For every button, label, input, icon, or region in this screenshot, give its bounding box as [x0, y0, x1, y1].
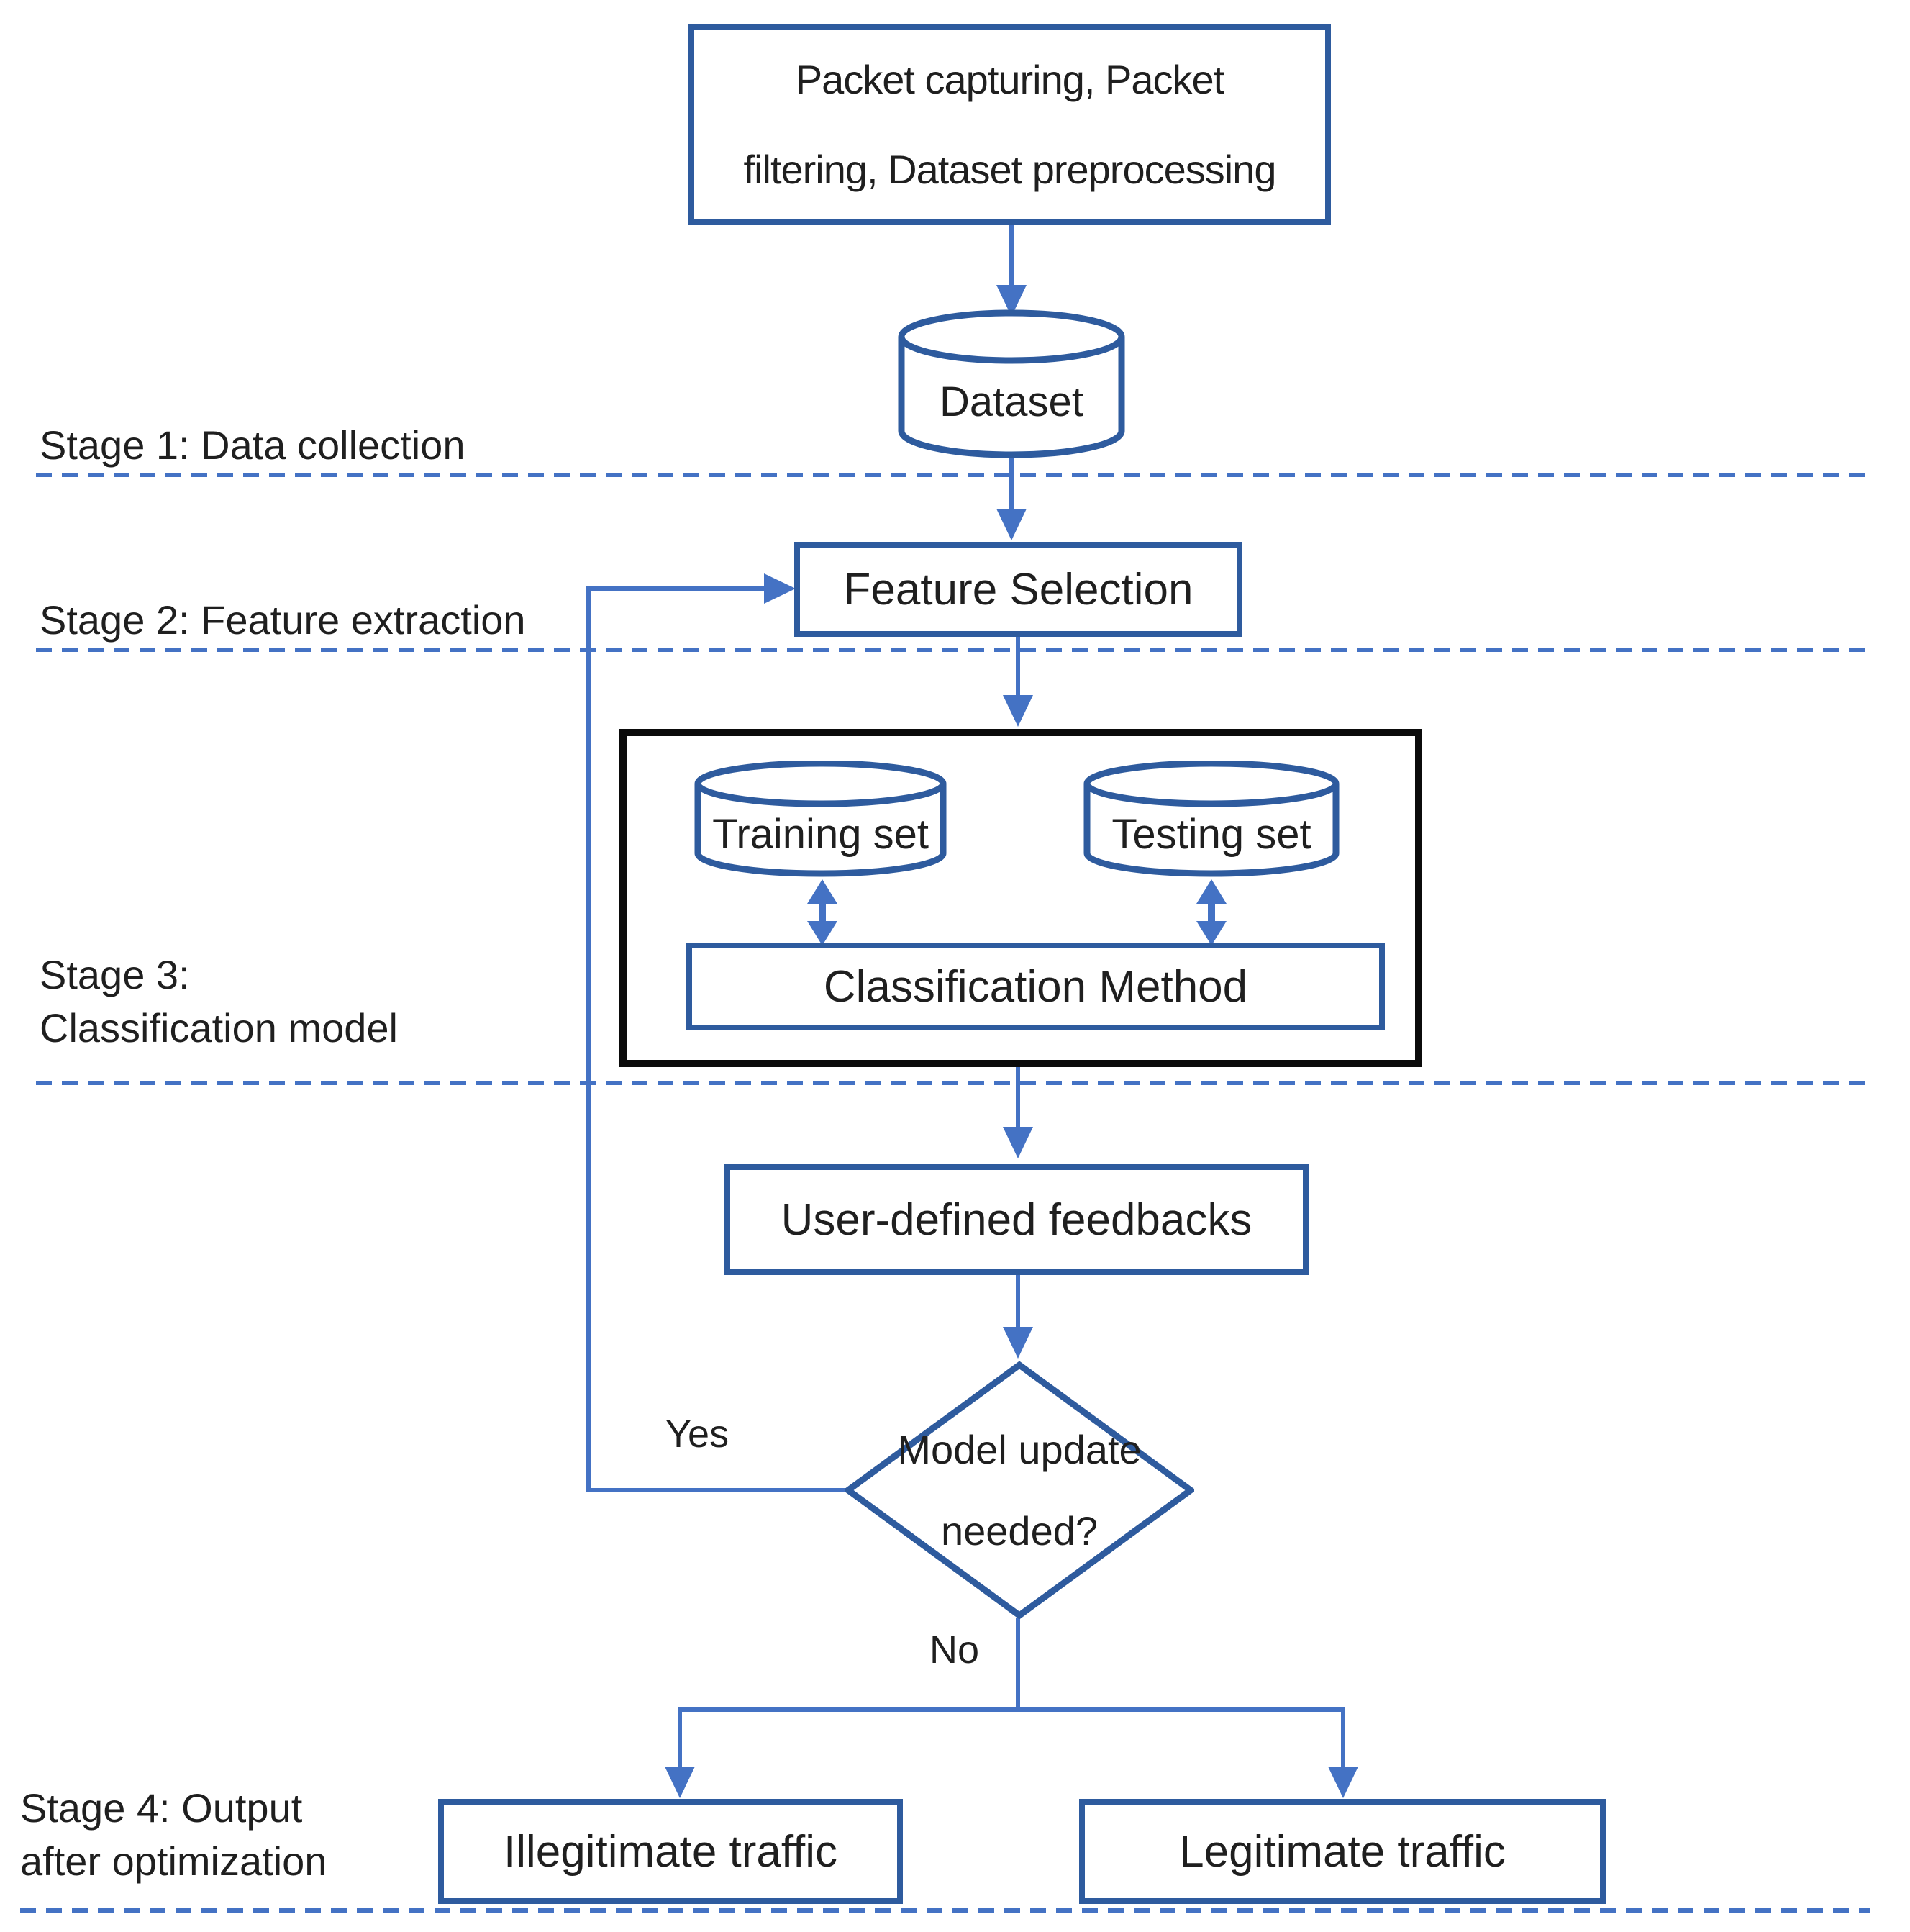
double-arrow-icon	[1196, 879, 1227, 945]
edge-split-horizontal	[678, 1707, 1345, 1712]
classification-method-node: Classification Method	[686, 943, 1385, 1030]
user-feedbacks-node: User-defined feedbacks	[724, 1164, 1309, 1275]
stage2-label-line: Stage 2: Feature extraction	[40, 597, 526, 643]
stage1-label-line: Stage 1: Data collection	[40, 422, 465, 468]
edge-yes-horizontal-bottom	[586, 1488, 847, 1492]
stage2-divider-line	[36, 648, 1870, 652]
arrowhead-into-illegitimate	[665, 1767, 695, 1798]
edge-yes-horizontal-top	[586, 586, 766, 591]
yes-branch-label: Yes	[665, 1412, 729, 1456]
user-feedbacks-label: User-defined feedbacks	[781, 1194, 1252, 1245]
arrowhead-into-feature-selection	[996, 509, 1027, 540]
stage2-label: Stage 2: Feature extraction	[40, 594, 526, 647]
arrowhead-into-legitimate	[1328, 1767, 1358, 1798]
double-arrow-testing-classification	[1191, 879, 1232, 945]
edge-split-right-drop	[1341, 1710, 1345, 1768]
arrowhead-into-classification-container	[1003, 695, 1033, 727]
stage3-label-line2: Classification model	[40, 1004, 398, 1051]
dataset-cylinder-icon	[898, 309, 1125, 458]
stage3-label: Stage 3: Classification model	[40, 948, 398, 1055]
edge-no-vertical	[1016, 1618, 1020, 1712]
feature-selection-label: Feature Selection	[843, 564, 1193, 614]
arrowhead-into-decision	[1003, 1327, 1033, 1359]
arrowhead-into-user-feedbacks	[1003, 1127, 1033, 1158]
training-set-cylinder-icon	[694, 761, 947, 877]
decision-line2: needed?	[940, 1508, 1098, 1554]
decision-diamond-node: Model update needed?	[845, 1361, 1194, 1619]
edge-yes-vertical	[586, 587, 591, 1492]
edge-preprocess-to-dataset	[1009, 225, 1014, 288]
stage1-label: Stage 1: Data collection	[40, 419, 465, 472]
classification-method-label: Classification Method	[823, 961, 1248, 1012]
stage4-label-line1: Stage 4: Output	[20, 1785, 303, 1831]
double-arrow-training-classification	[802, 879, 842, 945]
edge-feedbacks-to-decision	[1016, 1275, 1020, 1328]
double-arrow-icon	[807, 879, 837, 945]
training-set-node: Training set	[694, 761, 947, 880]
decision-diamond-shape	[845, 1361, 1194, 1619]
testing-set-cylinder-icon	[1083, 761, 1340, 877]
training-set-label: Training set	[712, 810, 929, 858]
edge-feature-selection-to-model	[1016, 637, 1020, 697]
illegitimate-traffic-node: Illegitimate traffic	[438, 1799, 903, 1904]
preprocess-line2: filtering, Dataset preprocessing	[743, 147, 1277, 192]
edge-dataset-to-feature-selection	[1009, 458, 1014, 510]
dataset-label: Dataset	[940, 378, 1083, 425]
arrowhead-yes-into-feature-selection	[764, 573, 796, 604]
illegitimate-traffic-label: Illegitimate traffic	[503, 1826, 838, 1877]
stage1-divider-line	[36, 473, 1870, 477]
edge-split-left-drop	[678, 1710, 682, 1768]
stage3-label-line1: Stage 3:	[40, 952, 190, 997]
stage3-divider-line	[36, 1081, 1870, 1085]
no-branch-label: No	[929, 1628, 980, 1672]
stage4-label: Stage 4: Output after optimization	[20, 1782, 327, 1888]
testing-set-node: Testing set	[1083, 761, 1340, 880]
feature-selection-node: Feature Selection	[794, 542, 1242, 637]
legitimate-traffic-label: Legitimate traffic	[1179, 1826, 1506, 1877]
decision-text: Model update needed?	[873, 1361, 1165, 1619]
preprocess-node: Packet capturing, Packet filtering, Data…	[688, 24, 1331, 225]
legitimate-traffic-node: Legitimate traffic	[1079, 1799, 1606, 1904]
decision-line1: Model update	[897, 1427, 1142, 1472]
preprocess-line1: Packet capturing, Packet	[795, 57, 1224, 102]
stage4-label-line2: after optimization	[20, 1838, 327, 1884]
preprocess-node-text: Packet capturing, Packet filtering, Data…	[743, 56, 1277, 193]
dataset-node: Dataset	[898, 309, 1125, 459]
stage4-divider-line	[20, 1908, 1870, 1913]
testing-set-label: Testing set	[1111, 810, 1311, 858]
edge-model-to-feedbacks	[1016, 1067, 1020, 1128]
